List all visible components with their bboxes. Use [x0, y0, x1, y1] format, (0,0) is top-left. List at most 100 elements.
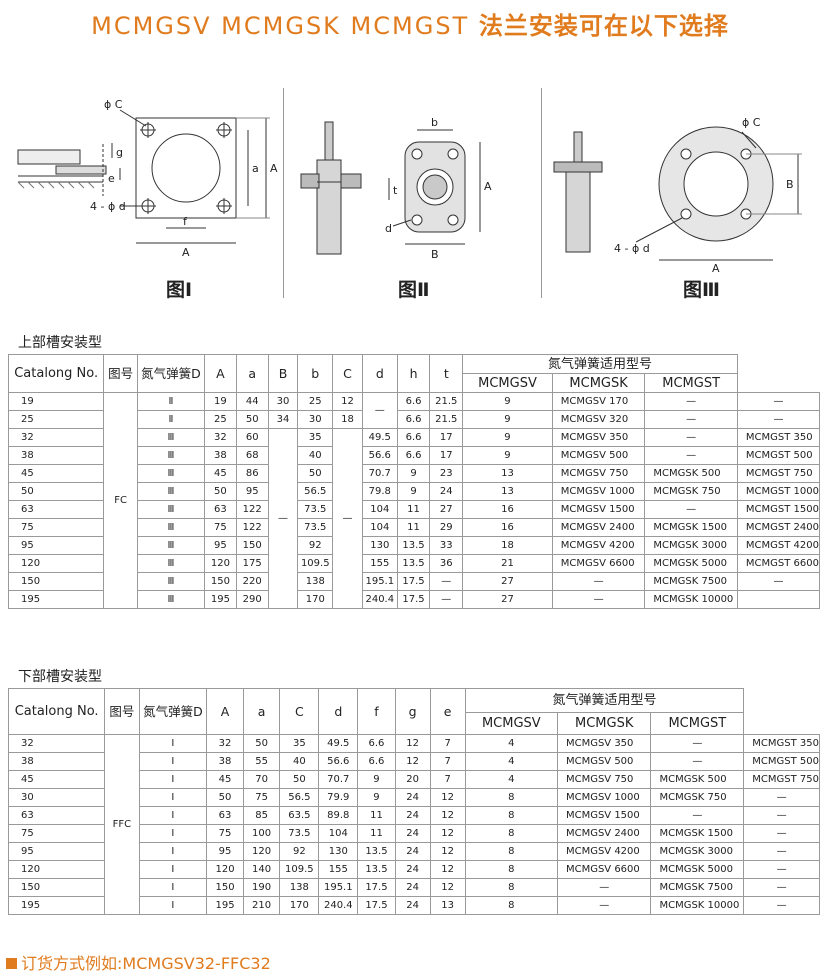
header-model: MCMGSV — [464, 712, 558, 735]
lower-spec-table: Catalong No. 图号 氮气弹簧D A a C d f g e 氮气弹簧… — [7, 688, 820, 915]
cell-f: 24 — [394, 788, 431, 807]
cell-A: 122 — [235, 518, 269, 537]
header-col: a — [235, 354, 269, 393]
header-group: 氮气弹簧适用型号 — [462, 354, 738, 374]
cell-D: 195 — [204, 590, 237, 609]
cell-h: 27 — [429, 500, 464, 519]
bullet-square-icon — [6, 958, 17, 969]
cell-model-sk: MCMGSK 7500 — [650, 878, 745, 897]
cell-catalog-code: FC — [103, 392, 138, 609]
cell-D: 75 — [206, 824, 244, 843]
cell-model-sk: — — [650, 752, 745, 771]
cell-t: 13 — [462, 464, 553, 483]
header-col: C — [279, 688, 320, 735]
cell-catalog-no: 25 — [7, 410, 105, 429]
title-models: MCMGSV MCMGSK MCMGST — [91, 12, 470, 40]
cell-model-st: MCMGST 750 — [743, 770, 820, 789]
cell-D: 45 — [204, 464, 237, 483]
cell-C: 240.4 — [361, 590, 398, 609]
cell-model-sv: MCMGSV 350 — [551, 428, 646, 447]
cell-f: 24 — [394, 842, 431, 861]
cell-A: 290 — [235, 590, 269, 609]
cell-f: 12 — [394, 752, 431, 771]
cell-g: 7 — [429, 770, 466, 789]
svg-text:A: A — [712, 262, 720, 272]
cell-D: 50 — [204, 482, 237, 501]
cell-model-sv: — — [551, 572, 646, 591]
cell-C: 70.7 — [361, 464, 398, 483]
cell-fig: Ⅱ — [136, 410, 206, 429]
order-example: 订货方式例如:MCMGSV32-FFC32 — [6, 950, 271, 974]
cell-A: 95 — [235, 482, 269, 501]
cell-d: 11 — [396, 518, 431, 537]
cell-D: 95 — [206, 842, 244, 861]
cell-a: 170 — [279, 896, 320, 915]
cell-model-sv: MCMGSV 1500 — [551, 500, 646, 519]
header-catalog: Catalong No. — [7, 354, 105, 393]
cell-A: 75 — [242, 788, 281, 807]
cell-d: 6.6 — [396, 446, 431, 465]
cell-model-sk: — — [644, 410, 738, 429]
cell-model-sv: MCMGSV 4200 — [556, 842, 652, 861]
header-model: MCMGST — [644, 373, 738, 393]
cell-h: 36 — [429, 554, 464, 573]
cell-model-sk: — — [650, 806, 745, 825]
cell-model-sk: MCMGSK 3000 — [644, 536, 738, 555]
cell-t: 27 — [462, 572, 553, 591]
cell-fig: Ⅰ — [138, 734, 208, 753]
figure-3-drawing: ϕ C B 4 - ϕ d A — [553, 116, 802, 272]
cell-catalog-no: 120 — [7, 860, 106, 879]
figure-2-drawing: b A t d B — [300, 116, 492, 261]
cell-g: 12 — [429, 842, 466, 861]
cell-D: 38 — [206, 752, 244, 771]
cell-fig: Ⅲ — [136, 554, 206, 573]
cell-C: 130 — [318, 842, 359, 861]
svg-text:b: b — [431, 116, 438, 129]
cell-D: 32 — [206, 734, 244, 753]
cell-h: 21.5 — [429, 410, 464, 429]
cell-catalog-no: 19 — [7, 392, 105, 411]
cell-d: 6.6 — [357, 734, 396, 753]
cell-model-sk: — — [644, 446, 738, 465]
cell-D: 45 — [206, 770, 244, 789]
cell-model-sk: — — [644, 428, 738, 447]
cell-catalog-code: FFC — [104, 734, 140, 915]
cell-D: 63 — [204, 500, 237, 519]
cell-model-st: — — [743, 824, 820, 843]
cell-C: 195.1 — [318, 878, 359, 897]
cell-A: 50 — [242, 734, 281, 753]
svg-text:ϕ C: ϕ C — [104, 98, 123, 111]
svg-text:4 - ϕ d: 4 - ϕ d — [614, 242, 650, 255]
cell-model-sv: MCMGSV 2400 — [556, 824, 652, 843]
cell-C: 89.8 — [318, 806, 359, 825]
order-label: 订货方式例如: — [21, 954, 123, 973]
cell-model-sv: MCMGSV 1000 — [556, 788, 652, 807]
cell-t: 9 — [462, 392, 553, 411]
cell-h: 24 — [429, 482, 464, 501]
upper-spec-table: Catalong No. 图号 氮气弹簧D A a B b C d h t 氮气… — [7, 354, 820, 609]
cell-f: 24 — [394, 878, 431, 897]
cell-a: 40 — [279, 752, 320, 771]
cell-model-st: — — [736, 410, 820, 429]
cell-A: 190 — [242, 878, 281, 897]
cell-g: 7 — [429, 734, 466, 753]
cell-e: 8 — [464, 788, 558, 807]
cell-A: 60 — [235, 428, 269, 447]
cell-d: 13.5 — [357, 860, 396, 879]
cell-D: 120 — [206, 860, 244, 879]
cell-model-sv: MCMGSV 4200 — [551, 536, 646, 555]
cell-model-sk: MCMGSK 3000 — [650, 842, 745, 861]
cell-C: 104 — [318, 824, 359, 843]
cell-B: 25 — [297, 392, 334, 411]
cell-d: 11 — [357, 806, 396, 825]
cell-d: 6.6 — [396, 428, 431, 447]
cell-model-st: — — [743, 896, 820, 915]
cell-a: 92 — [279, 842, 320, 861]
